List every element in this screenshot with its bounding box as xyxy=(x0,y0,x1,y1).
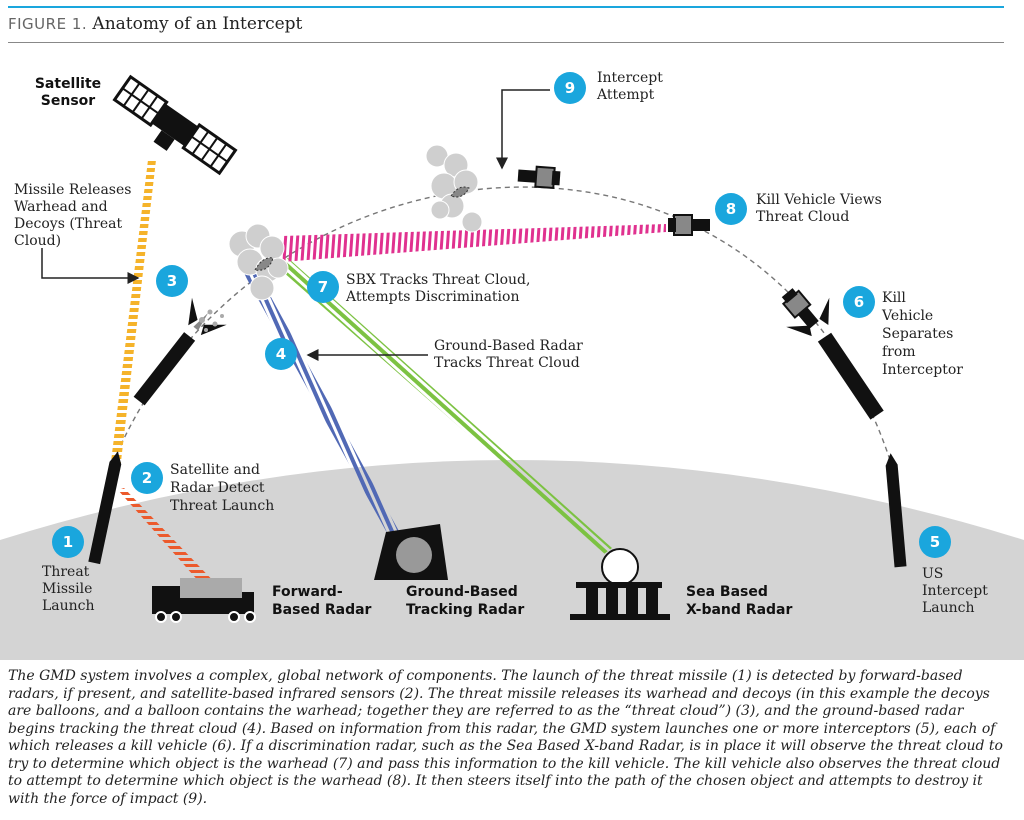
step-badge-3: 3 xyxy=(156,265,188,297)
step-number: 2 xyxy=(142,469,152,487)
sea-based-xband-radar-icon xyxy=(570,548,670,620)
figure-label: FIGURE 1. Anatomy of an Intercept xyxy=(8,14,303,34)
forward-radar-beam xyxy=(118,488,222,592)
step-number: 7 xyxy=(318,278,328,296)
callout-arrow-missile-releases xyxy=(41,248,140,284)
kill-vehicle-icon xyxy=(668,214,710,236)
decoy-particles xyxy=(199,309,224,332)
interceptor-separating-icon xyxy=(786,297,884,420)
step-number: 3 xyxy=(167,272,177,290)
step-number: 4 xyxy=(276,345,286,363)
step-badge-1: 1 xyxy=(52,526,84,558)
step-number: 9 xyxy=(565,79,575,97)
step-number: 8 xyxy=(726,200,736,218)
threat-missile-icon xyxy=(88,451,122,565)
satellite-icon xyxy=(112,74,238,176)
header-bottom-rule xyxy=(8,42,1004,43)
kill-vehicle-icon xyxy=(781,288,819,329)
figure-title: Anatomy of an Intercept xyxy=(92,14,303,34)
earth-surface xyxy=(0,460,1024,660)
figure-caption: The GMD system involves a complex, globa… xyxy=(8,668,1003,807)
step-badge-6: 6 xyxy=(843,286,875,318)
kill-vehicle-beam xyxy=(282,224,666,262)
ground-based-radar-icon xyxy=(374,524,448,580)
satellite-beam xyxy=(110,160,156,470)
step-badge-8: 8 xyxy=(715,193,747,225)
step-number: 6 xyxy=(854,293,864,311)
step-badge-5: 5 xyxy=(919,526,951,558)
threat-cloud-icon xyxy=(228,223,289,301)
step-badge-9: 9 xyxy=(554,72,586,104)
header-top-rule xyxy=(8,6,1004,8)
label-forward-based-radar: Forward-Based Radar xyxy=(272,584,372,618)
step-badge-4: 4 xyxy=(265,338,297,370)
kill-vehicle-icon xyxy=(517,165,561,190)
step-number: 1 xyxy=(63,533,73,551)
step-badge-7: 7 xyxy=(307,271,339,303)
warhead-icon xyxy=(450,186,470,198)
figure-header: FIGURE 1. Anatomy of an Intercept xyxy=(8,6,1004,44)
forward-based-radar-icon xyxy=(152,578,256,623)
sbx-beam xyxy=(274,258,612,554)
warhead-icon xyxy=(254,257,274,271)
threat-cloud-icon xyxy=(425,144,483,233)
step-number: 5 xyxy=(930,533,940,551)
callout-arrow-intercept xyxy=(496,89,550,170)
label-sbx-tracks: SBX Tracks Threat Cloud,Attempts Discrim… xyxy=(345,272,530,305)
us-interceptor-icon xyxy=(885,453,907,568)
step-badge-2: 2 xyxy=(131,462,163,494)
